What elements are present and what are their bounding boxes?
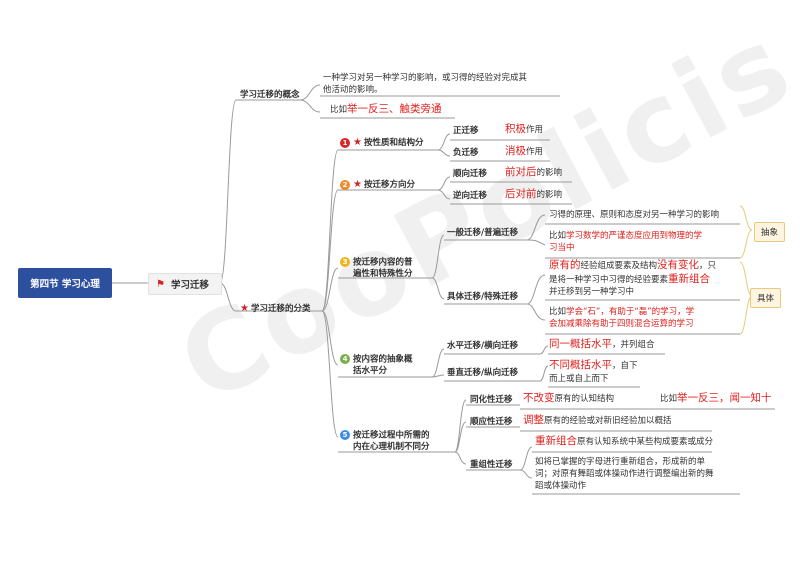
concept-definition-line2: 他活动的影响。 bbox=[323, 85, 383, 95]
recombination-example-line3: 蹈或体操动作 bbox=[535, 481, 587, 491]
general-transfer-example-line2: 习当中 bbox=[549, 243, 575, 253]
branch-node-learning-transfer[interactable]: ⚑ 学习迁移 bbox=[148, 273, 222, 295]
accommodation-transfer-node[interactable]: 顺应性迁移 bbox=[470, 417, 513, 427]
root-node[interactable]: 第四节 学习心理 bbox=[18, 268, 112, 298]
recombination-example-line2: 词；对原有舞蹈或体操动作进行调整编出新的舞 bbox=[535, 469, 714, 479]
backward-transfer-node[interactable]: 逆向迁移 bbox=[453, 191, 488, 201]
recombination-transfer-node[interactable]: 重组性迁移 bbox=[470, 460, 513, 470]
number-4-icon: 4 bbox=[340, 354, 350, 364]
category-5-label-line2: 内在心理机制不同分 bbox=[353, 442, 430, 452]
number-3-icon: 3 bbox=[340, 257, 350, 267]
concept-node[interactable]: 学习迁移的概念 bbox=[240, 90, 300, 100]
negative-transfer-desc: 消极作用 bbox=[505, 145, 544, 158]
specific-transfer-example-line1: 比如学会“石”，有助于“磊”的学习，学 bbox=[549, 307, 695, 317]
abstract-tag: 抽象 bbox=[754, 222, 786, 242]
vertical-transfer-desc: 不同概括水平，自下 bbox=[549, 359, 638, 372]
general-transfer-node[interactable]: 一般迁移/普遍迁移 bbox=[447, 228, 519, 238]
concept-definition-line1: 一种学习对另一种学习的影响，或习得的经验对完成其 bbox=[323, 73, 528, 83]
category-2-node[interactable]: 2★按迁移方向分 bbox=[340, 179, 415, 191]
star-icon: ★ bbox=[353, 137, 362, 148]
specific-transfer-desc-line3: 并迁移到另一种学习中 bbox=[549, 287, 635, 297]
accommodation-transfer-desc: 调整原有的经验或对新旧经验加以概括 bbox=[523, 414, 672, 427]
assimilation-transfer-example: 比如举一反三，闻一知十 bbox=[660, 392, 772, 405]
horizontal-transfer-node[interactable]: 水平迁移/横向迁移 bbox=[447, 341, 519, 351]
general-transfer-example-line1: 比如学习数学的严谨态度应用到物理的学 bbox=[549, 231, 703, 241]
general-transfer-desc: 习得的原理、原则和态度对另一种学习的影响 bbox=[549, 210, 720, 220]
specific-transfer-desc-line2: 是将一种学习中习得的经验要素重新组合 bbox=[549, 273, 711, 286]
number-5-icon: 5 bbox=[340, 430, 350, 440]
category-4-label-line2: 括水平分 bbox=[353, 366, 388, 376]
recombination-transfer-desc: 重新组合原有认知系统中某些构成要素或成分 bbox=[535, 435, 714, 448]
category-1-node[interactable]: 1★按性质和结构分 bbox=[340, 137, 423, 149]
vertical-transfer-desc-line2: 而上或自上而下 bbox=[549, 374, 609, 384]
recombination-example-line1: 如将已掌握的字母进行重新组合，形成新的单 bbox=[535, 457, 706, 467]
backward-transfer-desc: 后对前的影响 bbox=[505, 188, 563, 201]
number-2-icon: 2 bbox=[340, 179, 350, 190]
negative-transfer-node[interactable]: 负迁移 bbox=[453, 148, 479, 158]
specific-transfer-desc-line1: 原有的经验组成要素及结构没有变化，只 bbox=[549, 259, 717, 272]
vertical-transfer-node[interactable]: 垂直迁移/纵向迁移 bbox=[447, 368, 519, 378]
assimilation-transfer-desc: 不改变原有的认知结构 bbox=[523, 392, 615, 405]
flag-icon: ⚑ bbox=[156, 278, 165, 290]
specific-transfer-example-line2: 会加减乘除有助于四则混合运算的学习 bbox=[549, 319, 694, 329]
specific-transfer-node[interactable]: 具体迁移/特殊迁移 bbox=[447, 292, 519, 302]
positive-transfer-desc: 积极作用 bbox=[505, 123, 544, 136]
classification-node[interactable]: ★学习迁移的分类 bbox=[240, 303, 311, 314]
star-icon: ★ bbox=[353, 179, 362, 190]
forward-transfer-desc: 前对后的影响 bbox=[505, 166, 563, 179]
horizontal-transfer-desc: 同一概括水平，并列组合 bbox=[549, 338, 655, 351]
concrete-tag: 具体 bbox=[750, 288, 782, 308]
concept-example: 比如举一反三、触类旁通 bbox=[330, 103, 442, 116]
number-1-icon: 1 bbox=[340, 137, 350, 148]
branch-label: 学习迁移 bbox=[170, 280, 209, 291]
positive-transfer-node[interactable]: 正迁移 bbox=[453, 126, 479, 136]
category-3-label-line2: 遍性和特殊性分 bbox=[353, 269, 413, 279]
forward-transfer-node[interactable]: 顺向迁移 bbox=[453, 169, 488, 179]
star-icon: ★ bbox=[240, 303, 249, 314]
assimilation-transfer-node[interactable]: 同化性迁移 bbox=[470, 395, 513, 405]
